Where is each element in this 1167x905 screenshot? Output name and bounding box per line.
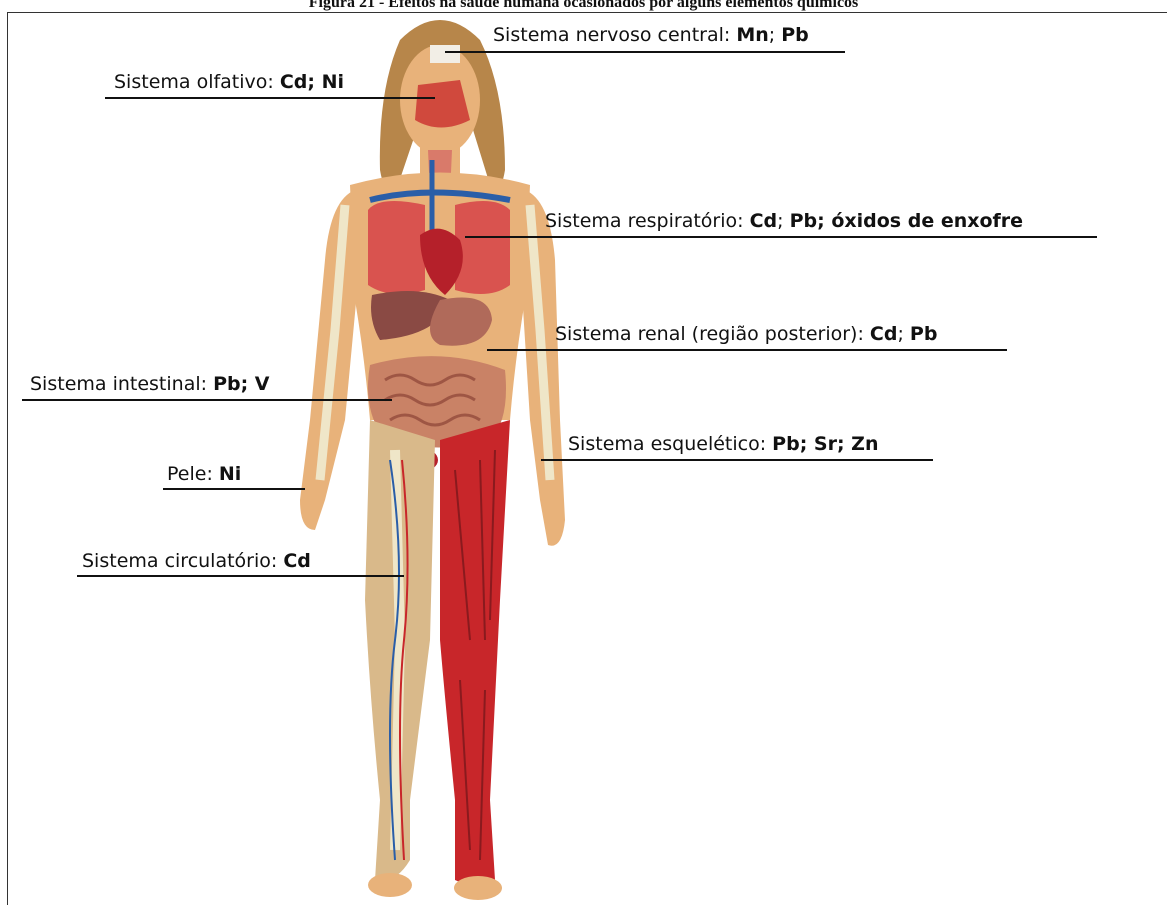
label-element: Ni: [219, 463, 241, 485]
label-system-name: Sistema intestinal:: [30, 373, 213, 395]
underline-esqueletico: [541, 459, 933, 461]
label-element: Cd: [283, 550, 311, 572]
underline-respiratorio: [465, 236, 1097, 238]
label-element: Pb: [910, 323, 938, 345]
label-element: Mn: [736, 24, 768, 46]
label-sistema-respiratorio: Sistema respiratório: Cd; Pb; óxidos de …: [545, 210, 1023, 232]
brain-marker: [430, 45, 460, 63]
label-pele: Pele: Ni: [167, 463, 241, 485]
label-sistema-renal: Sistema renal (região posterior): Cd; Pb: [555, 323, 937, 345]
underline-nervoso: [445, 51, 845, 53]
underline-renal: [487, 349, 1007, 351]
label-system-name: Pele:: [167, 463, 219, 485]
label-sistema-esqueletico: Sistema esquelético: Pb; Sr; Zn: [568, 433, 878, 455]
label-element: Pb: [781, 24, 809, 46]
left-lung: [368, 201, 425, 294]
label-system-name: Sistema nervoso central:: [493, 24, 736, 46]
label-system-name: Sistema renal (região posterior):: [555, 323, 870, 345]
label-system-name: Sistema respiratório:: [545, 210, 750, 232]
underline-intestinal: [22, 399, 392, 401]
label-separator: ;: [897, 323, 909, 345]
label-sistema-nervoso: Sistema nervoso central: Mn; Pb: [493, 24, 809, 46]
underline-olfativo: [105, 97, 435, 99]
right-lung: [455, 201, 510, 294]
label-element: Pb; Sr; Zn: [772, 433, 878, 455]
underline-circulatorio: [77, 575, 404, 577]
right-leg: [440, 420, 510, 885]
label-sistema-olfativo: Sistema olfativo: Cd; Ni: [114, 71, 344, 93]
label-element: Pb; óxidos de enxofre: [790, 210, 1023, 232]
label-sistema-intestinal: Sistema intestinal: Pb; V: [30, 373, 270, 395]
label-element: Pb; V: [213, 373, 269, 395]
label-separator: ;: [777, 210, 789, 232]
label-sistema-circulatorio: Sistema circulatório: Cd: [82, 550, 311, 572]
label-system-name: Sistema esquelético:: [568, 433, 772, 455]
label-system-name: Sistema olfativo:: [114, 71, 280, 93]
underline-pele: [163, 488, 305, 490]
label-separator: ;: [769, 24, 781, 46]
face-nasal-area: [415, 80, 470, 128]
label-element: Cd: [750, 210, 778, 232]
label-system-name: Sistema circulatório:: [82, 550, 283, 572]
label-element: Cd; Ni: [280, 71, 344, 93]
label-element: Cd: [870, 323, 898, 345]
right-foot: [454, 876, 502, 900]
left-foot: [368, 873, 412, 897]
